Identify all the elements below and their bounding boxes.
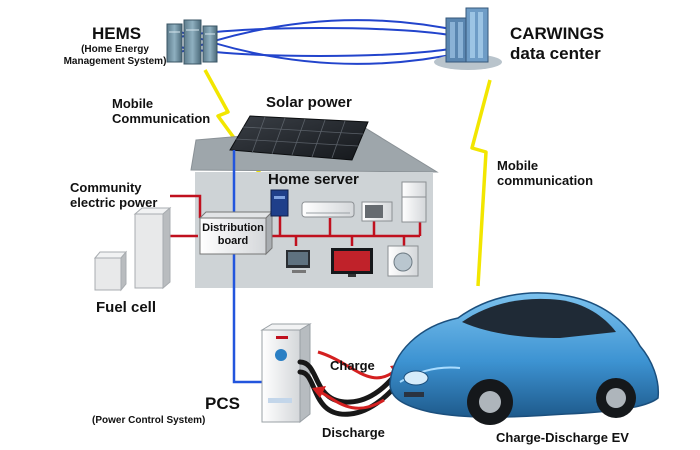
community-power-line1: Community — [70, 180, 142, 195]
charge-discharge-ev-label: Charge-Discharge EV — [496, 430, 629, 445]
discharge-arrow — [319, 390, 385, 410]
distribution-board-box — [198, 210, 274, 256]
hems-server-icon — [166, 19, 218, 65]
solar-power-label: Solar power — [266, 94, 352, 111]
fuel-cell-unit — [93, 206, 172, 292]
hems-subtitle-line1: (Home Energy — [81, 44, 149, 55]
community-electric-power-label: Community electric power — [70, 180, 157, 210]
community-power-line2: electric power — [70, 195, 158, 210]
mobile-communication-right-label: Mobile communication — [497, 158, 593, 188]
mobile-communication-left-line1: Mobile — [112, 96, 154, 111]
distribution-board-label: Distribution board — [200, 222, 266, 248]
air-conditioner-icon — [301, 201, 355, 218]
home-server-label: Home server — [268, 171, 359, 188]
mobile-communication-bolt-right — [470, 79, 492, 287]
electric-vehicle — [389, 292, 660, 425]
hems-title: HEMS — [92, 24, 142, 43]
mobile-communication-right-line2: communication — [497, 173, 594, 188]
solar-panel — [229, 115, 369, 161]
mobile-communication-right-line1: Mobile — [497, 158, 539, 173]
mobile-communication-left-line2: Communication — [112, 111, 211, 126]
television-icon — [331, 248, 373, 277]
fuel-cell-label: Fuel cell — [96, 299, 157, 316]
charge-cable — [297, 359, 405, 417]
distribution-board-line2: board — [217, 235, 249, 247]
distribution-board-line1: Distribution — [202, 222, 264, 234]
refrigerator-icon — [401, 181, 427, 223]
discharge-arrow-head — [312, 386, 326, 398]
pcs-title: PCS — [205, 394, 240, 413]
discharge-label: Discharge — [322, 425, 385, 440]
pcs-subtitle: (Power Control System) — [92, 415, 206, 426]
carwings-line2: data center — [510, 44, 601, 63]
hems-subtitle: (Home Energy Management System) — [60, 44, 170, 68]
home-server-device-icon — [270, 189, 289, 217]
charge-label: Charge — [330, 358, 375, 373]
carwings-line1: CARWINGS — [510, 24, 605, 43]
hems-subtitle-line2: Management System) — [63, 56, 167, 67]
data-center-building-icon — [434, 7, 502, 70]
charge-arrow — [317, 350, 397, 380]
washing-machine-icon — [387, 245, 419, 277]
microwave-icon — [361, 201, 393, 222]
carwings-label: CARWINGS data center — [510, 24, 604, 64]
mobile-communication-left-label: Mobile Communication — [112, 96, 210, 126]
computer-icon — [286, 250, 310, 273]
